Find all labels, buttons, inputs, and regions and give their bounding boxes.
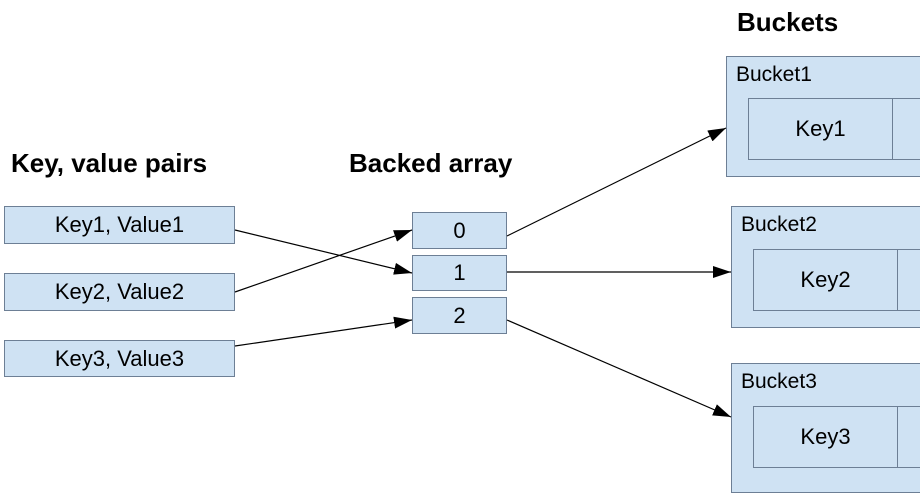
- bucket-entry: Key2: [753, 249, 920, 311]
- arrow-pair3-to-cell2: [234, 316, 413, 347]
- arrow-cell2-to-bucket3: [506, 319, 732, 418]
- array-heading: Backed array: [349, 148, 513, 178]
- bucket-key: Key1: [749, 99, 893, 159]
- array-cell-0: 0: [412, 212, 507, 249]
- bucket-title: Bucket1: [736, 63, 812, 86]
- bucket-2: Bucket2 Key2: [731, 206, 920, 328]
- pairs-heading: Key, value pairs: [11, 148, 208, 178]
- arrow-pair2-to-cell0: [234, 229, 413, 293]
- array-cell-2: 2: [412, 297, 507, 334]
- bucket-key: Key2: [754, 250, 898, 310]
- bucket-1: Bucket1 Key1: [726, 56, 920, 177]
- bucket-title: Bucket3: [741, 370, 817, 393]
- bucket-3: Bucket3 Key3: [731, 363, 920, 493]
- pair-box-1: Key1, Value1: [4, 206, 235, 244]
- pair-box-3: Key3, Value3: [4, 340, 235, 377]
- bucket-entry: Key3: [753, 406, 920, 468]
- arrow-pair1-to-cell1: [234, 229, 413, 275]
- bucket-key: Key3: [754, 407, 898, 467]
- bucket-title: Bucket2: [741, 213, 817, 236]
- buckets-heading: Buckets: [737, 7, 839, 37]
- pair-box-2: Key2, Value2: [4, 273, 235, 311]
- array-cell-1: 1: [412, 255, 507, 291]
- bucket-entry: Key1: [748, 98, 920, 160]
- arrow-cell0-to-bucket1: [506, 127, 727, 237]
